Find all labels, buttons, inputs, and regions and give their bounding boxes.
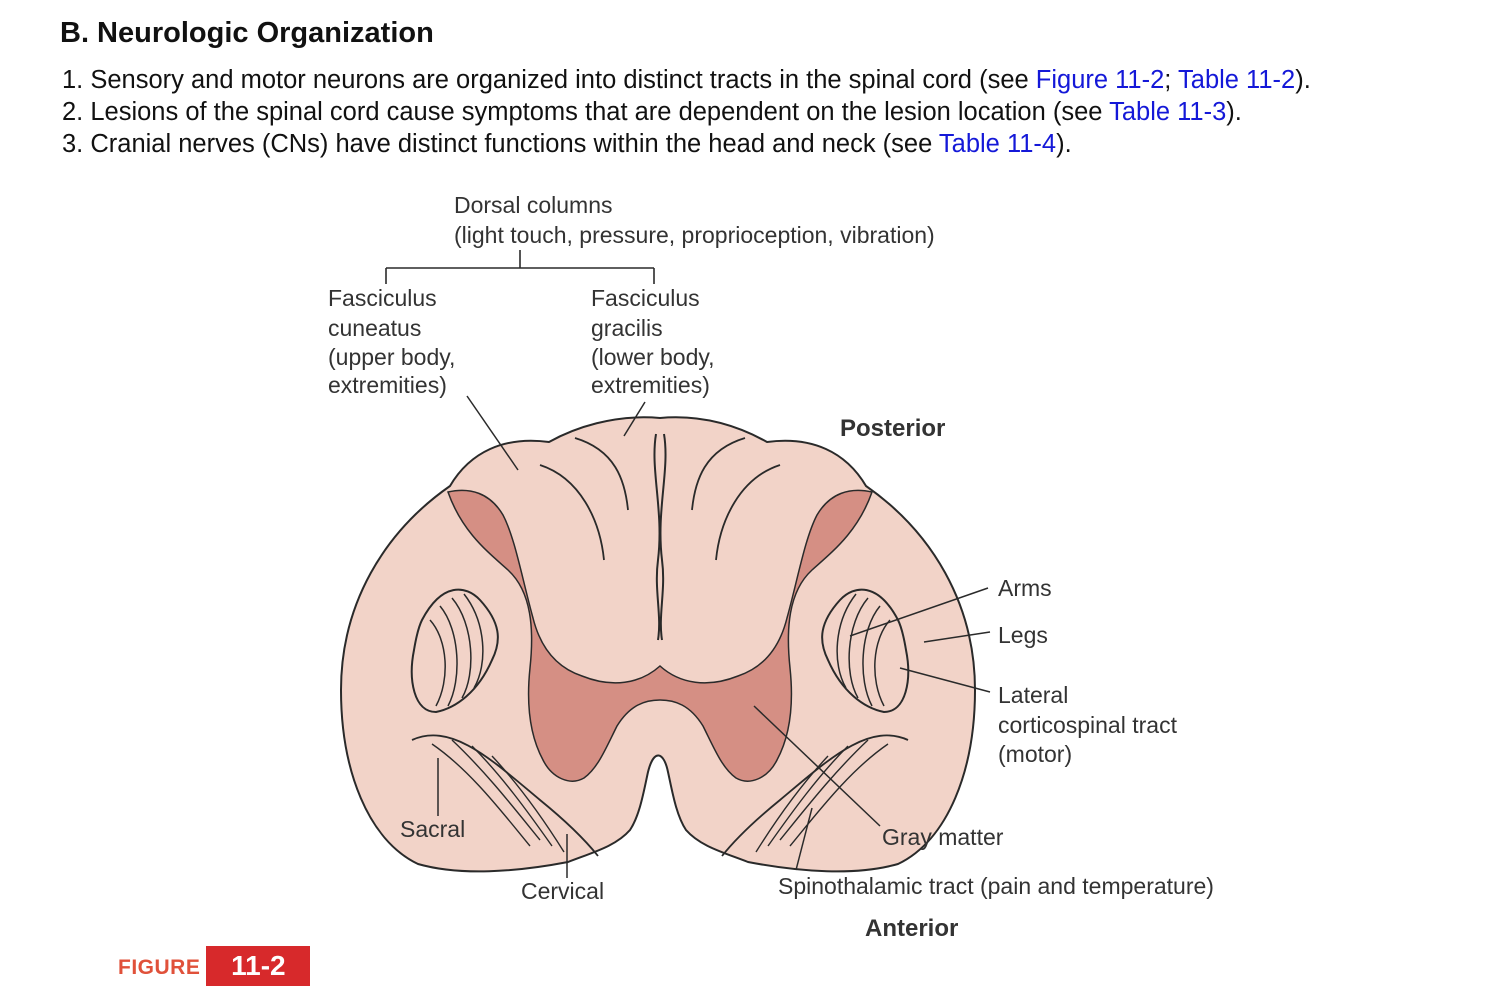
lateral-corticospinal-label: corticospinal tract bbox=[998, 712, 1178, 738]
spinothalamic-label: Spinothalamic tract (pain and temperatur… bbox=[778, 873, 1214, 899]
posterior-median-septum bbox=[653, 433, 667, 641]
gray-matter-region bbox=[447, 489, 873, 782]
list-item-separator: ; bbox=[1164, 66, 1179, 94]
list-item-text-end: ). bbox=[1056, 130, 1072, 158]
lateral-corticospinal-label: Lateral bbox=[998, 682, 1068, 708]
sacral-label: Sacral bbox=[400, 816, 465, 842]
posterior-label: Posterior bbox=[840, 415, 945, 442]
fasciculus-gracilis-description: (lower body, bbox=[591, 344, 715, 370]
fasciculus-cuneatus-label: cuneatus bbox=[328, 315, 421, 341]
legs-label: Legs bbox=[998, 622, 1048, 648]
list-item-text: 1. Sensory and motor neurons are organiz… bbox=[62, 66, 1036, 94]
list-item-text-end: ). bbox=[1226, 98, 1242, 126]
numbered-list: 1. Sensory and motor neurons are organiz… bbox=[62, 64, 1482, 160]
dorsal-columns-label: Dorsal columns bbox=[454, 192, 613, 218]
list-item-text: 2. Lesions of the spinal cord cause symp… bbox=[62, 98, 1110, 126]
list-item-2: 2. Lesions of the spinal cord cause symp… bbox=[62, 96, 1482, 128]
table-11-3-link[interactable]: Table 11-3 bbox=[1109, 98, 1227, 126]
lateral-corticospinal-description: (motor) bbox=[998, 741, 1072, 767]
fasciculus-gracilis-label: Fasciculus bbox=[591, 285, 700, 311]
fasciculus-gracilis-label: gracilis bbox=[591, 315, 663, 341]
right-corticospinal-tract bbox=[821, 588, 910, 714]
table-11-4-link[interactable]: Table 11-4 bbox=[938, 130, 1057, 158]
list-item-text: 3. Cranial nerves (CNs) have distinct fu… bbox=[62, 130, 939, 158]
dorsal-columns-bracket bbox=[385, 250, 655, 284]
fasciculus-gracilis-description: extremities) bbox=[591, 372, 710, 398]
dorsal-columns-description: (light touch, pressure, proprioception, … bbox=[454, 222, 935, 248]
fasciculus-cuneatus-label: Fasciculus bbox=[328, 285, 437, 311]
list-item-text-end: ). bbox=[1295, 66, 1311, 94]
table-11-2-link[interactable]: Table 11-2 bbox=[1178, 66, 1296, 94]
spinal-cord-outline bbox=[339, 416, 977, 873]
dorsal-column-borders bbox=[539, 437, 781, 561]
list-item-1: 1. Sensory and motor neurons are organiz… bbox=[62, 64, 1482, 96]
gray-matter-label: Gray matter bbox=[882, 824, 1004, 850]
arms-label: Arms bbox=[998, 575, 1052, 601]
anterior-label: Anterior bbox=[865, 915, 958, 942]
list-item-3: 3. Cranial nerves (CNs) have distinct fu… bbox=[62, 128, 1482, 160]
figure-caption-number: 11-2 bbox=[206, 946, 311, 986]
fasciculus-cuneatus-description: extremities) bbox=[328, 372, 447, 398]
section-heading: B. Neurologic Organization bbox=[60, 17, 434, 49]
figure-caption-tag: FIGURE 11-2 bbox=[118, 946, 311, 986]
right-spinothalamic-tract bbox=[721, 734, 909, 857]
figure-caption-word: FIGURE bbox=[118, 956, 201, 979]
fasciculus-cuneatus-description: (upper body, bbox=[328, 344, 455, 370]
left-corticospinal-tract bbox=[410, 588, 499, 714]
figure-11-2-link[interactable]: Figure 11-2 bbox=[1035, 66, 1165, 94]
cervical-label: Cervical bbox=[521, 878, 604, 904]
label-leader-lines bbox=[437, 395, 991, 878]
left-spinothalamic-tract bbox=[411, 734, 599, 857]
